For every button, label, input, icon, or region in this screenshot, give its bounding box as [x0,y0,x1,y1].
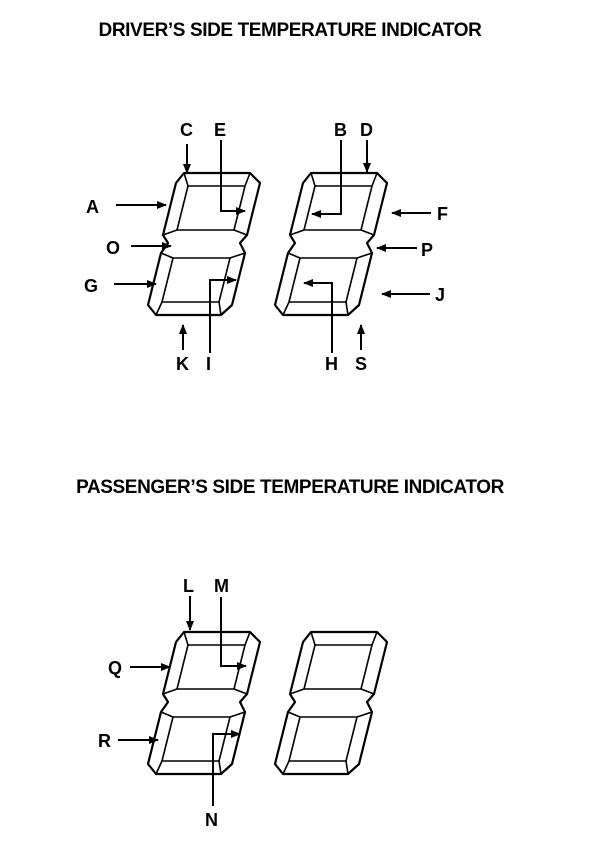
label-j: J [435,285,445,305]
passenger-digit-right [273,630,389,776]
label-f: F [437,204,448,224]
passenger-leader-lines [118,596,247,806]
leader-m [220,597,247,670]
driver-leader-lines [114,140,431,353]
label-e: E [214,120,226,140]
leader-n [212,730,241,806]
driver-digit-left [146,171,262,317]
label-i: I [206,354,211,374]
label-g: G [84,276,98,296]
leader-e [220,140,246,215]
label-p: P [421,240,433,260]
driver-side-title: DRIVER’S SIDE TEMPERATURE INDICATOR [98,20,482,41]
passenger-side-title: PASSENGER’S SIDE TEMPERATURE INDICATOR [76,477,504,498]
label-r: R [98,731,111,751]
label-q: Q [108,658,122,678]
label-c: C [180,120,193,140]
label-n: N [205,810,218,830]
label-m: M [214,576,229,596]
leader-h [303,279,333,353]
leader-b [311,140,342,218]
label-k: K [176,354,189,374]
label-h: H [325,354,338,374]
driver-segment-labels: A C E O G K I B D F P J H S [84,120,448,374]
label-b: B [334,120,347,140]
label-a: A [86,197,99,217]
label-o: O [106,238,120,258]
label-l: L [183,576,194,596]
passenger-segment-labels: L M Q R N [98,576,229,830]
passenger-digit-left [146,630,262,776]
leader-i [209,276,237,353]
label-s: S [355,354,367,374]
label-d: D [360,120,373,140]
